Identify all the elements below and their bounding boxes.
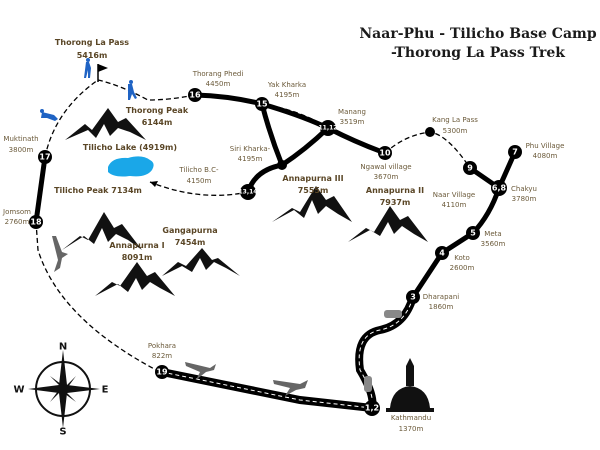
- stop-name: Jomsom: [2, 208, 31, 216]
- map-title-line1: Naar-Phu - Tilicho Base Camp: [359, 26, 596, 42]
- stop-alt: 2600m: [450, 264, 475, 272]
- stop-name: Siri Kharka-: [230, 145, 271, 153]
- peak-name: Annapurna I: [109, 241, 164, 250]
- peak-name: Annapurna III: [282, 174, 343, 183]
- stop-marker-6-8[interactable]: 6,8: [491, 180, 507, 196]
- stop-marker-11-12[interactable]: 11,12: [319, 120, 338, 136]
- svg-text:11,12: 11,12: [319, 125, 338, 132]
- stop-name: Pokhara: [148, 342, 176, 350]
- stop-marker-5[interactable]: 5: [466, 226, 480, 240]
- stop-name: Chakyu: [511, 185, 537, 193]
- stop-name: Koto: [454, 254, 470, 262]
- stop-alt: 4110m: [442, 201, 467, 209]
- airplane-icon: [52, 236, 308, 396]
- svg-text:10: 10: [379, 149, 391, 158]
- stop-name: Kang La Pass: [432, 116, 478, 124]
- compass-east: E: [102, 385, 109, 396]
- stop-alt: 3670m: [374, 173, 399, 181]
- stop-alt: 3519m: [340, 118, 365, 126]
- stop-alt: 1860m: [429, 303, 454, 311]
- peak-name: Tilicho Peak 7134m: [54, 186, 142, 195]
- stop-name: Tilicho B.C-: [178, 166, 219, 174]
- peak-alt: 6144m: [142, 118, 173, 127]
- svg-text:9: 9: [467, 164, 473, 173]
- svg-text:19: 19: [156, 368, 168, 377]
- siri-kharka-marker[interactable]: [277, 160, 287, 170]
- compass-north: N: [59, 342, 67, 353]
- stop-marker-17[interactable]: 17: [38, 150, 52, 164]
- peak-alt: 7454m: [175, 238, 206, 247]
- svg-text:1,2: 1,2: [365, 404, 379, 413]
- lake-name: Tilicho Lake (4919m): [83, 143, 177, 152]
- svg-text:4: 4: [439, 249, 445, 258]
- stop-name: Thorong La Pass: [55, 38, 129, 47]
- stop-alt: 3800m: [9, 146, 34, 154]
- stop-marker-3[interactable]: 3: [406, 290, 420, 304]
- compass-west: W: [13, 385, 24, 396]
- car-icon: [384, 310, 402, 318]
- stop-marker-7[interactable]: 7: [508, 145, 522, 159]
- peak-alt: 7555m: [298, 186, 329, 195]
- flag-icon: [97, 64, 108, 82]
- svg-text:18: 18: [30, 218, 42, 227]
- stop-marker-19[interactable]: 19: [155, 365, 169, 379]
- peak-name: Annapurna II: [366, 186, 424, 195]
- kang-la-marker[interactable]: [425, 127, 435, 137]
- stop-marker-10[interactable]: 10: [378, 146, 392, 160]
- stop-name: Kathmandu: [391, 414, 431, 422]
- stop-name: Ngawal village: [360, 163, 411, 171]
- stop-marker-1-2[interactable]: 1,2: [364, 400, 380, 416]
- peak-name: Thorong Peak: [126, 106, 189, 115]
- road-route: [158, 293, 417, 413]
- stop-alt: 1370m: [399, 425, 424, 433]
- stop-alt: 4080m: [533, 152, 558, 160]
- stop-marker-16[interactable]: 16: [188, 88, 202, 102]
- svg-text:6,8: 6,8: [492, 184, 507, 193]
- stop-marker-13-14[interactable]: 13,14: [239, 184, 258, 200]
- stop-name: Meta: [484, 230, 501, 238]
- stop-name: Naar Village: [433, 191, 475, 199]
- motorbike-icon: [364, 376, 372, 392]
- compass-south: S: [59, 427, 66, 438]
- svg-text:5: 5: [470, 229, 476, 238]
- peak-labels: Thorong Peak 6144m Tilicho Lake (4919m) T…: [54, 106, 424, 262]
- stop-alt: 822m: [152, 352, 172, 360]
- stop-name: Thorang Phedi: [192, 70, 244, 78]
- svg-text:16: 16: [189, 91, 201, 100]
- stop-alt: 4195m: [238, 155, 263, 163]
- stop-name: Muktinath: [3, 135, 38, 143]
- stop-alt: 4195m: [275, 91, 300, 99]
- stop-alt: 4150m: [187, 177, 212, 185]
- svg-text:13,14: 13,14: [239, 189, 258, 196]
- stop-alt: 3780m: [512, 195, 537, 203]
- map-title-line2: -Thorong La Pass Trek: [391, 45, 565, 61]
- stop-name: Dharapani: [423, 293, 459, 301]
- stop-marker-15[interactable]: 15: [255, 97, 269, 111]
- stop-alt: 2760m: [5, 218, 30, 226]
- svg-text:15: 15: [256, 100, 268, 109]
- stop-alt: 5416m: [77, 51, 108, 60]
- compass-rose: N S E W: [13, 342, 108, 438]
- peak-alt: 7937m: [380, 198, 411, 207]
- mountain-icon: [62, 108, 428, 296]
- stop-name: Yak Kharka: [267, 81, 306, 89]
- peak-name: Gangapurna: [162, 226, 217, 235]
- stop-alt: 4450m: [206, 80, 231, 88]
- stop-name: Phu Village: [526, 142, 565, 150]
- stop-marker-4[interactable]: 4: [435, 246, 449, 260]
- stop-marker-18[interactable]: 18: [29, 215, 43, 229]
- peak-alt: 8091m: [122, 253, 153, 262]
- svg-text:3: 3: [410, 293, 416, 302]
- stupa-icon: [386, 358, 434, 412]
- stop-alt: 3560m: [481, 240, 506, 248]
- svg-text:7: 7: [512, 148, 518, 157]
- stop-marker-9[interactable]: 9: [463, 161, 477, 175]
- svg-text:17: 17: [39, 153, 50, 162]
- stop-alt: 5300m: [443, 127, 468, 135]
- stop-name: Manang: [338, 108, 366, 116]
- hiker-icon: [40, 58, 137, 121]
- tilicho-lake: [108, 156, 154, 177]
